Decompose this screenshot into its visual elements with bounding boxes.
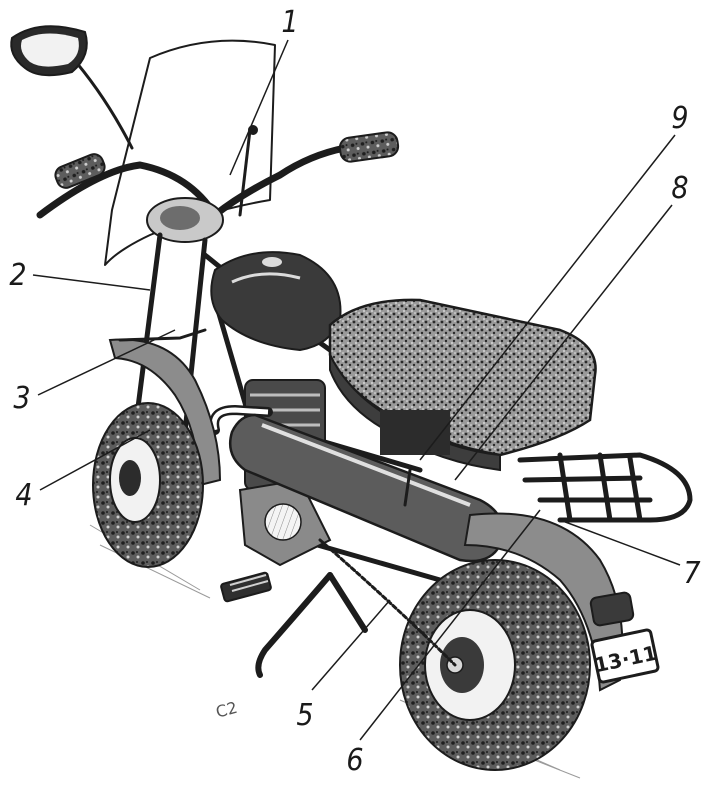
- seat: [328, 298, 597, 457]
- rear-wheel: [399, 559, 591, 771]
- callout-4: 4: [15, 478, 32, 513]
- front-fender: [108, 338, 222, 487]
- chain: [318, 538, 457, 667]
- callout-5: 5: [296, 698, 313, 733]
- corner-mark: C2: [214, 698, 240, 722]
- footrest: [220, 571, 272, 603]
- callout-7: 7: [683, 556, 700, 591]
- steering-head: [146, 197, 224, 243]
- kickstand: [255, 572, 368, 678]
- handlebar: [36, 125, 400, 219]
- callout-3: 3: [13, 381, 30, 416]
- leader-lines: [32, 39, 681, 741]
- fuel-tank: [210, 251, 342, 352]
- tail-light: [589, 591, 635, 627]
- callout-2: 2: [9, 258, 26, 293]
- battery-box: [380, 410, 450, 455]
- callout-8: 8: [671, 171, 688, 206]
- front-wheel: [92, 402, 204, 568]
- luggage-rack: [517, 452, 693, 523]
- callout-9: 9: [671, 101, 688, 136]
- license-plate: 13·11: [590, 628, 660, 684]
- rear-view-mirror: [10, 25, 134, 150]
- callout-6: 6: [346, 743, 363, 778]
- callout-1: 1: [281, 5, 298, 40]
